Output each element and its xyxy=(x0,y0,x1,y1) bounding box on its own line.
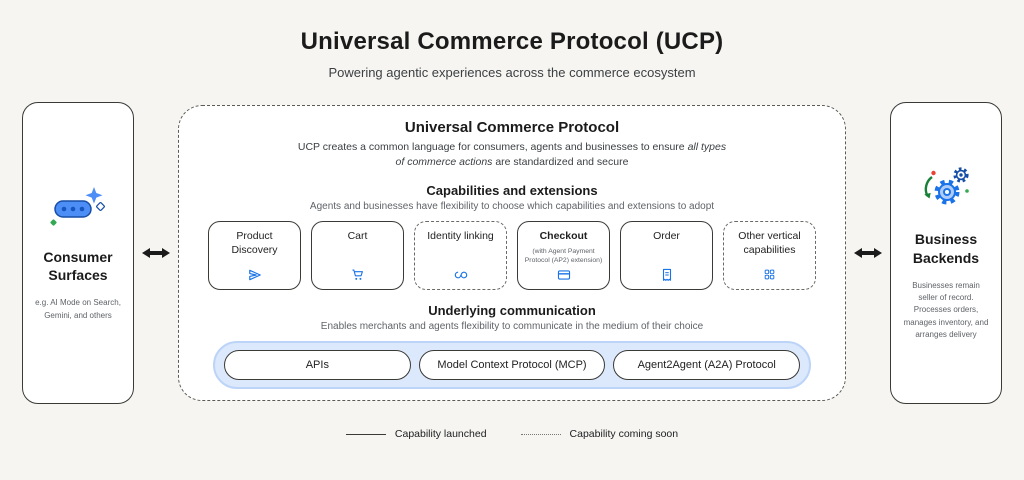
consumer-surfaces-caption: e.g. AI Mode on Search, Gemini, and othe… xyxy=(35,298,121,320)
communication-section-subtitle: Enables merchants and agents flexibility… xyxy=(320,320,704,332)
page-subtitle: Powering agentic experiences across the … xyxy=(328,65,696,80)
consumer-surfaces-panel: Consumer Surfaces e.g. AI Mode on Search… xyxy=(22,102,134,404)
legend-item-coming-soon: Capability coming soon xyxy=(520,428,679,440)
legend-item-launched: Capability launched xyxy=(345,428,487,440)
capability-card-checkout: Checkout (with Agent Payment Protocol (A… xyxy=(517,221,610,290)
legend-coming-soon-label: Capability coming soon xyxy=(569,428,679,440)
capabilities-section-title: Capabilities and extensions xyxy=(426,183,598,199)
ai-chip-sparkle-icon xyxy=(49,184,107,235)
ucp-title: Universal Commerce Protocol xyxy=(404,119,620,136)
capability-card-other-vertical: Other vertical capabilities xyxy=(723,221,816,290)
right-double-arrow-icon xyxy=(850,245,886,261)
send-icon xyxy=(248,268,262,282)
ucp-panel: Universal Commerce Protocol UCP creates … xyxy=(178,105,846,401)
payment-card-icon xyxy=(557,268,571,282)
capability-card-order: Order xyxy=(620,221,713,290)
communication-pill-mcp: Model Context Protocol (MCP) xyxy=(418,349,606,380)
business-backends-panel: Business Backends Businesses remain sell… xyxy=(890,102,1002,404)
left-double-arrow-icon xyxy=(138,245,174,261)
capability-sublabel: (with Agent Payment Protocol (AP2) exten… xyxy=(524,247,603,264)
communication-section-title: Underlying communication xyxy=(428,302,596,318)
link-icon xyxy=(453,268,469,282)
communication-pill-a2a: Agent2Agent (A2A) Protocol xyxy=(613,349,801,380)
ucp-description-pre: UCP creates a common language for consum… xyxy=(297,141,688,153)
capability-label: Other vertical capabilities xyxy=(738,230,801,256)
capability-label: Order xyxy=(653,230,680,243)
capability-label: Product Discovery xyxy=(231,230,278,256)
capability-label: Cart xyxy=(347,230,368,243)
cart-icon xyxy=(351,268,365,282)
ucp-description-emphasis: all types of commerce actions xyxy=(395,141,727,169)
receipt-icon xyxy=(661,268,673,282)
consumer-surfaces-title: Consumer Surfaces xyxy=(43,248,113,284)
gears-sync-icon xyxy=(918,164,974,217)
communication-bar: APIs Model Context Protocol (MCP) Agent2… xyxy=(213,340,811,389)
capability-card-product-discovery: Product Discovery xyxy=(208,221,301,290)
capability-card-identity-linking: Identity linking xyxy=(414,221,507,290)
legend: Capability launched Capability coming so… xyxy=(0,428,1024,440)
communication-pill-apis: APIs xyxy=(224,349,411,380)
business-backends-title: Business Backends xyxy=(912,231,980,266)
capability-label: Checkout xyxy=(539,230,588,243)
capabilities-section-subtitle: Agents and businesses have flexibility t… xyxy=(309,201,715,213)
capability-label: Identity linking xyxy=(427,230,494,243)
header: Universal Commerce Protocol (UCP) Poweri… xyxy=(0,0,1024,80)
diagram-row: Consumer Surfaces e.g. AI Mode on Search… xyxy=(0,102,1024,404)
capability-cards-row: Product Discovery Cart Identity linking xyxy=(197,221,827,290)
grid-icon xyxy=(763,268,776,282)
business-backends-caption: Businesses remain seller of record. Proc… xyxy=(903,280,989,340)
page-title: Universal Commerce Protocol (UCP) xyxy=(300,28,724,55)
solid-line-sample xyxy=(345,433,386,435)
legend-launched-label: Capability launched xyxy=(394,428,487,440)
ucp-description: UCP creates a common language for consum… xyxy=(297,140,727,170)
dotted-line-sample xyxy=(520,433,561,435)
ucp-description-post: are standardized and secure xyxy=(492,156,629,169)
capability-card-cart: Cart xyxy=(311,221,404,290)
